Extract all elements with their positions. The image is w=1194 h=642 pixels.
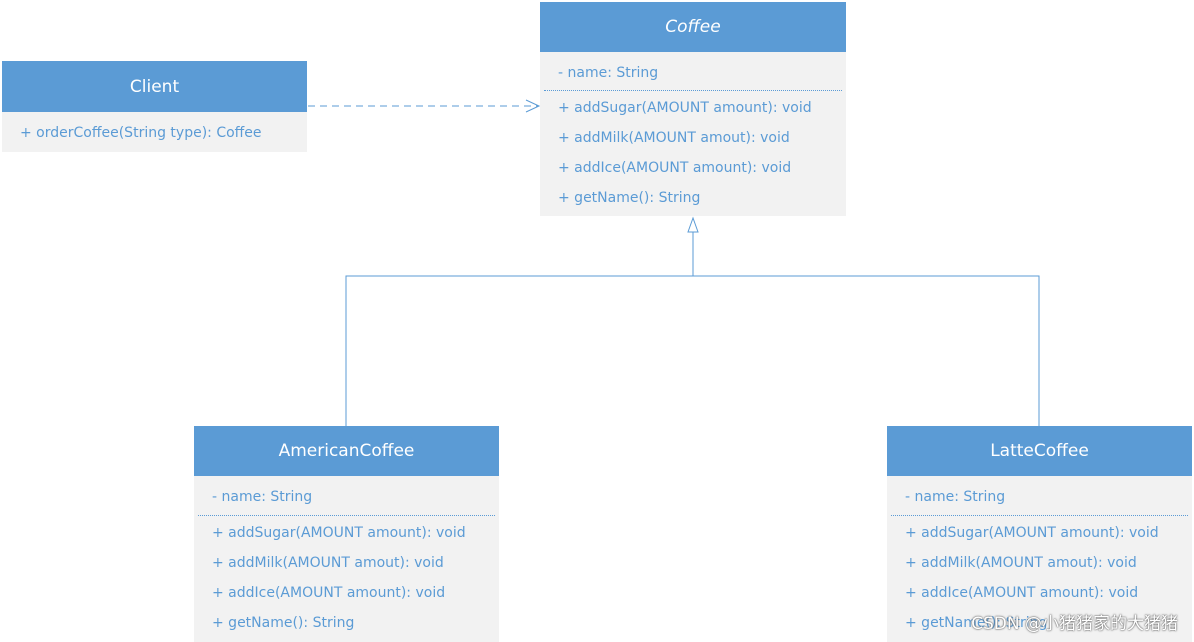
operation: + addSugar(AMOUNT amount): void bbox=[558, 100, 812, 116]
compartment-divider bbox=[544, 90, 842, 91]
operation: + getName(): String bbox=[558, 190, 701, 206]
attribute: - name: String bbox=[212, 489, 313, 505]
class-american-coffee-operations: + addSugar(AMOUNT amount): void + addMil… bbox=[194, 516, 499, 638]
watermark: CSDN @小猪猪家的大猪猪 bbox=[971, 614, 1178, 634]
class-coffee-name: Coffee bbox=[540, 2, 846, 52]
operation: + getName(): String bbox=[905, 615, 1048, 631]
class-coffee[interactable]: Coffee - name: String + addSugar(AMOUNT … bbox=[540, 2, 846, 216]
operation: + addMilk(AMOUNT amout): void bbox=[558, 130, 790, 146]
compartment-divider bbox=[198, 515, 495, 516]
dependency-client-coffee bbox=[308, 99, 541, 113]
class-latte-coffee-attributes: - name: String bbox=[887, 476, 1192, 515]
operation: + addIce(AMOUNT amount): void bbox=[905, 585, 1139, 601]
class-coffee-operations: + addSugar(AMOUNT amount): void + addMil… bbox=[540, 91, 846, 213]
inheritance-triangle-icon bbox=[687, 216, 699, 233]
class-latte-coffee-operations: + addSugar(AMOUNT amount): void + addMil… bbox=[887, 516, 1192, 638]
class-client-operations: + orderCoffee(String type): Coffee bbox=[2, 112, 307, 148]
class-client[interactable]: Client + orderCoffee(String type): Coffe… bbox=[2, 61, 307, 152]
generalization-american-coffee bbox=[345, 232, 694, 426]
generalization-latte-coffee bbox=[693, 275, 1040, 426]
class-american-coffee-attributes: - name: String bbox=[194, 476, 499, 515]
attribute: - name: String bbox=[558, 65, 659, 81]
operation: + addMilk(AMOUNT amout): void bbox=[212, 555, 444, 571]
attribute: - name: String bbox=[905, 489, 1006, 505]
operation: + addIce(AMOUNT amount): void bbox=[558, 160, 792, 176]
operation: + addSugar(AMOUNT amount): void bbox=[212, 525, 466, 541]
operation: + addSugar(AMOUNT amount): void bbox=[905, 525, 1159, 541]
class-client-name: Client bbox=[2, 61, 307, 112]
operation: + orderCoffee(String type): Coffee bbox=[20, 125, 262, 141]
class-latte-coffee[interactable]: LatteCoffee - name: String + addSugar(AM… bbox=[887, 426, 1192, 642]
class-latte-coffee-name: LatteCoffee bbox=[887, 426, 1192, 476]
class-coffee-attributes: - name: String bbox=[540, 52, 846, 90]
class-american-coffee-name: AmericanCoffee bbox=[194, 426, 499, 476]
operation: + addIce(AMOUNT amount): void bbox=[212, 585, 446, 601]
class-american-coffee[interactable]: AmericanCoffee - name: String + addSugar… bbox=[194, 426, 499, 642]
operation: + addMilk(AMOUNT amout): void bbox=[905, 555, 1137, 571]
compartment-divider bbox=[891, 515, 1188, 516]
operation: + getName(): String bbox=[212, 615, 355, 631]
